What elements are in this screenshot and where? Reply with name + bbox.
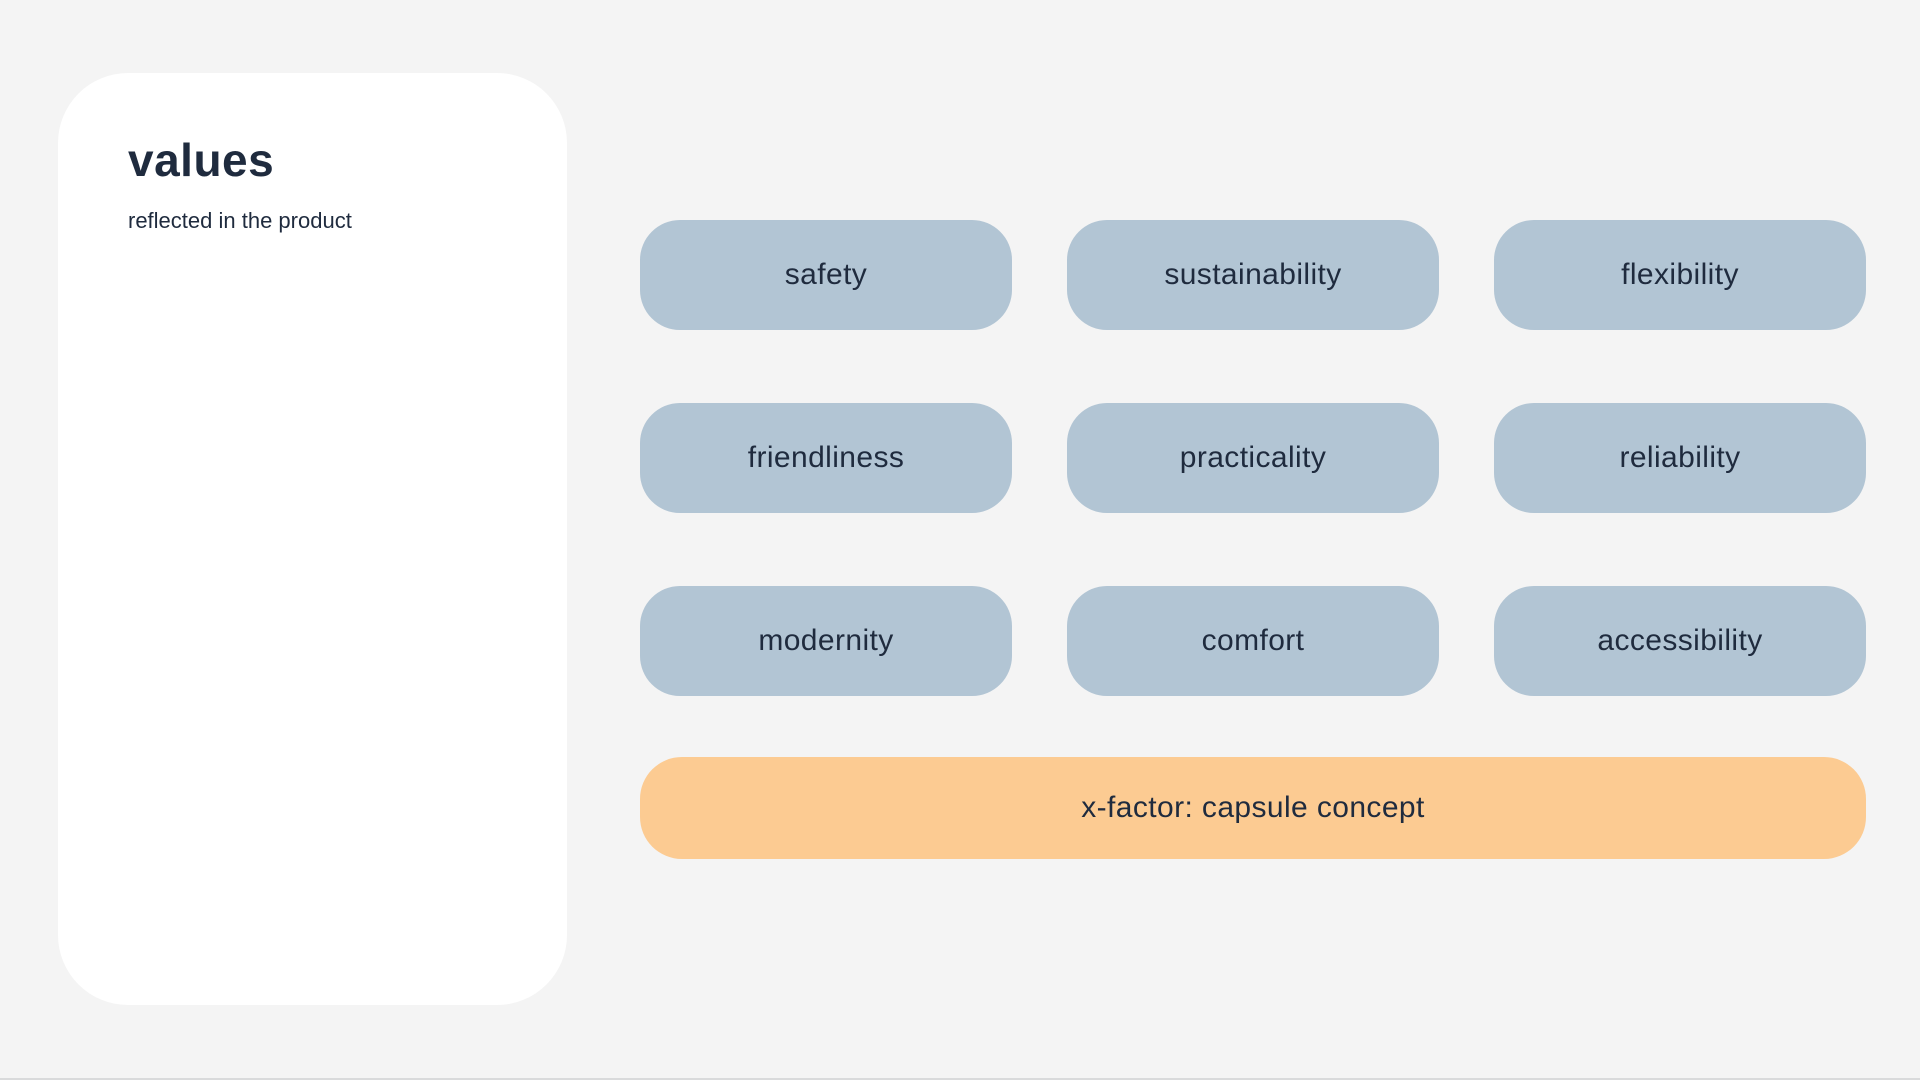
x-factor-banner: x-factor: capsule concept	[640, 757, 1866, 859]
value-pill-safety: safety	[640, 220, 1012, 330]
card-title: values	[128, 134, 275, 186]
value-pill-flexibility: flexibility	[1494, 220, 1866, 330]
value-pill-comfort: comfort	[1067, 586, 1439, 696]
value-pill-modernity: modernity	[640, 586, 1012, 696]
value-pill-reliability: reliability	[1494, 403, 1866, 513]
value-pill-sustainability: sustainability	[1067, 220, 1439, 330]
value-pill-practicality: practicality	[1067, 403, 1439, 513]
value-pill-accessibility: accessibility	[1494, 586, 1866, 696]
card-subtitle: reflected in the product	[128, 207, 352, 233]
values-grid: safety sustainability flexibility friend…	[640, 220, 1866, 696]
value-pill-friendliness: friendliness	[640, 403, 1012, 513]
values-card: values reflected in the product	[58, 73, 567, 1005]
